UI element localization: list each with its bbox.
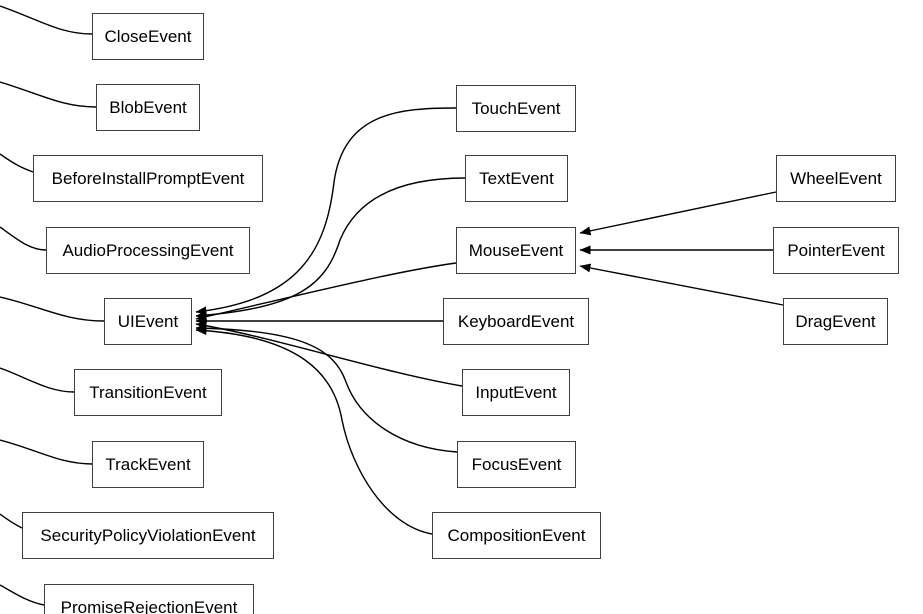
- node-inputevent[interactable]: InputEvent: [462, 369, 570, 416]
- node-promiserejectionevent[interactable]: PromiseRejectionEvent: [44, 584, 254, 614]
- node-uievent[interactable]: UIEvent: [104, 298, 192, 345]
- node-focusevent[interactable]: FocusEvent: [457, 441, 576, 488]
- node-label: DragEvent: [795, 312, 876, 331]
- node-securitypolicyviolationevent[interactable]: SecurityPolicyViolationEvent: [22, 512, 274, 559]
- node-label: AudioProcessingEvent: [62, 241, 234, 260]
- node-label: SecurityPolicyViolationEvent: [40, 526, 256, 545]
- node-label: TextEvent: [479, 169, 554, 188]
- node-label: WheelEvent: [790, 169, 882, 188]
- node-label: TransitionEvent: [89, 383, 207, 402]
- node-beforeinstallpromptevent[interactable]: BeforeInstallPromptEvent: [33, 155, 263, 202]
- node-label: CloseEvent: [104, 27, 192, 46]
- node-mouseevent[interactable]: MouseEvent: [456, 227, 576, 274]
- node-audioprocessingevent[interactable]: AudioProcessingEvent: [46, 227, 250, 274]
- node-transitionevent[interactable]: TransitionEvent: [74, 369, 222, 416]
- node-closeevent[interactable]: CloseEvent: [92, 13, 204, 60]
- node-label: UIEvent: [117, 312, 179, 331]
- node-touchevent[interactable]: TouchEvent: [456, 85, 576, 132]
- node-label: PointerEvent: [787, 241, 885, 260]
- node-label: BeforeInstallPromptEvent: [51, 169, 245, 188]
- node-keyboardevent[interactable]: KeyboardEvent: [443, 298, 589, 345]
- node-label: TrackEvent: [105, 455, 191, 474]
- node-label: TouchEvent: [471, 99, 561, 118]
- node-label: FocusEvent: [471, 455, 562, 474]
- node-label: PromiseRejectionEvent: [60, 598, 238, 614]
- node-label: MouseEvent: [468, 241, 564, 260]
- node-blobevent[interactable]: BlobEvent: [96, 84, 200, 131]
- node-dragevent[interactable]: DragEvent: [783, 298, 888, 345]
- node-pointerevent[interactable]: PointerEvent: [773, 227, 899, 274]
- node-textevent[interactable]: TextEvent: [465, 155, 568, 202]
- node-trackevent[interactable]: TrackEvent: [92, 441, 204, 488]
- node-label: BlobEvent: [109, 98, 187, 117]
- node-wheelevent[interactable]: WheelEvent: [776, 155, 896, 202]
- node-compositionevent[interactable]: CompositionEvent: [432, 512, 601, 559]
- node-label: KeyboardEvent: [457, 312, 575, 331]
- node-label: CompositionEvent: [447, 526, 586, 545]
- node-label: InputEvent: [475, 383, 557, 402]
